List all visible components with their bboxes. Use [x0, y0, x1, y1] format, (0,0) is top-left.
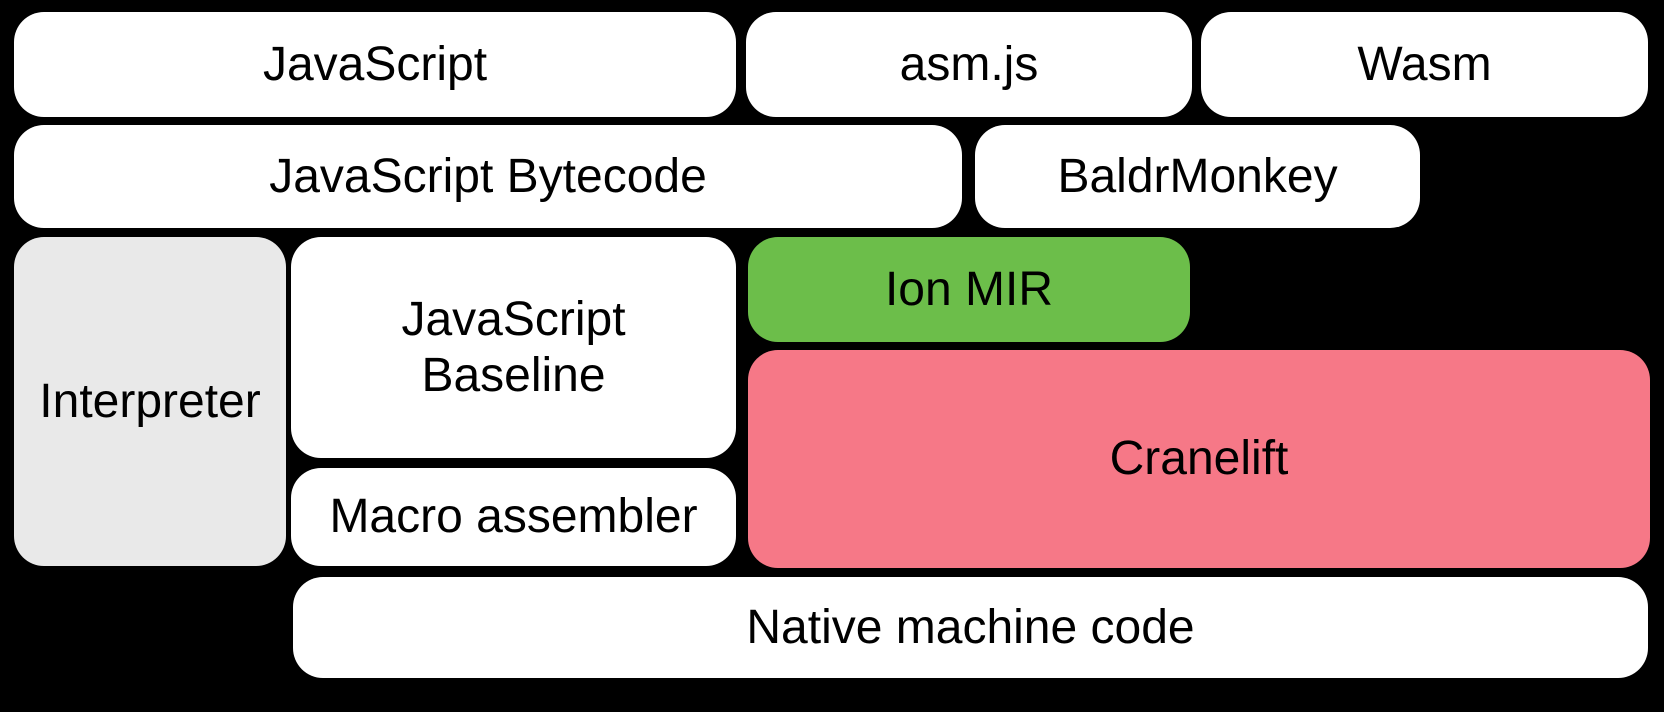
node-javascript-label: JavaScript [262, 37, 488, 91]
node-macro-assembler: Macro assembler [291, 468, 736, 566]
node-cranelift-label: Cranelift [1109, 432, 1289, 486]
node-javascript-baseline-label: JavaScript Baseline [401, 293, 626, 402]
node-ion-mir-label: Ion MIR [884, 262, 1054, 316]
node-wasm-label: Wasm [1357, 37, 1492, 91]
node-asm-js-label: asm.js [899, 37, 1039, 91]
node-baldrmonkey: BaldrMonkey [975, 125, 1420, 228]
node-interpreter-label: Interpreter [39, 374, 261, 428]
node-native-machine-code-label: Native machine code [746, 600, 1195, 654]
node-ion-mir: Ion MIR [748, 237, 1190, 342]
node-javascript-bytecode: JavaScript Bytecode [14, 125, 962, 228]
node-baldrmonkey-label: BaldrMonkey [1057, 149, 1338, 203]
node-macro-assembler-label: Macro assembler [329, 490, 698, 544]
node-javascript: JavaScript [14, 12, 736, 117]
node-asm-js: asm.js [746, 12, 1192, 117]
node-interpreter: Interpreter [14, 237, 286, 566]
node-wasm: Wasm [1201, 12, 1648, 117]
node-javascript-bytecode-label: JavaScript Bytecode [269, 149, 707, 203]
node-cranelift: Cranelift [748, 350, 1650, 568]
node-native-machine-code: Native machine code [293, 577, 1648, 678]
node-javascript-baseline: JavaScript Baseline [291, 237, 736, 458]
